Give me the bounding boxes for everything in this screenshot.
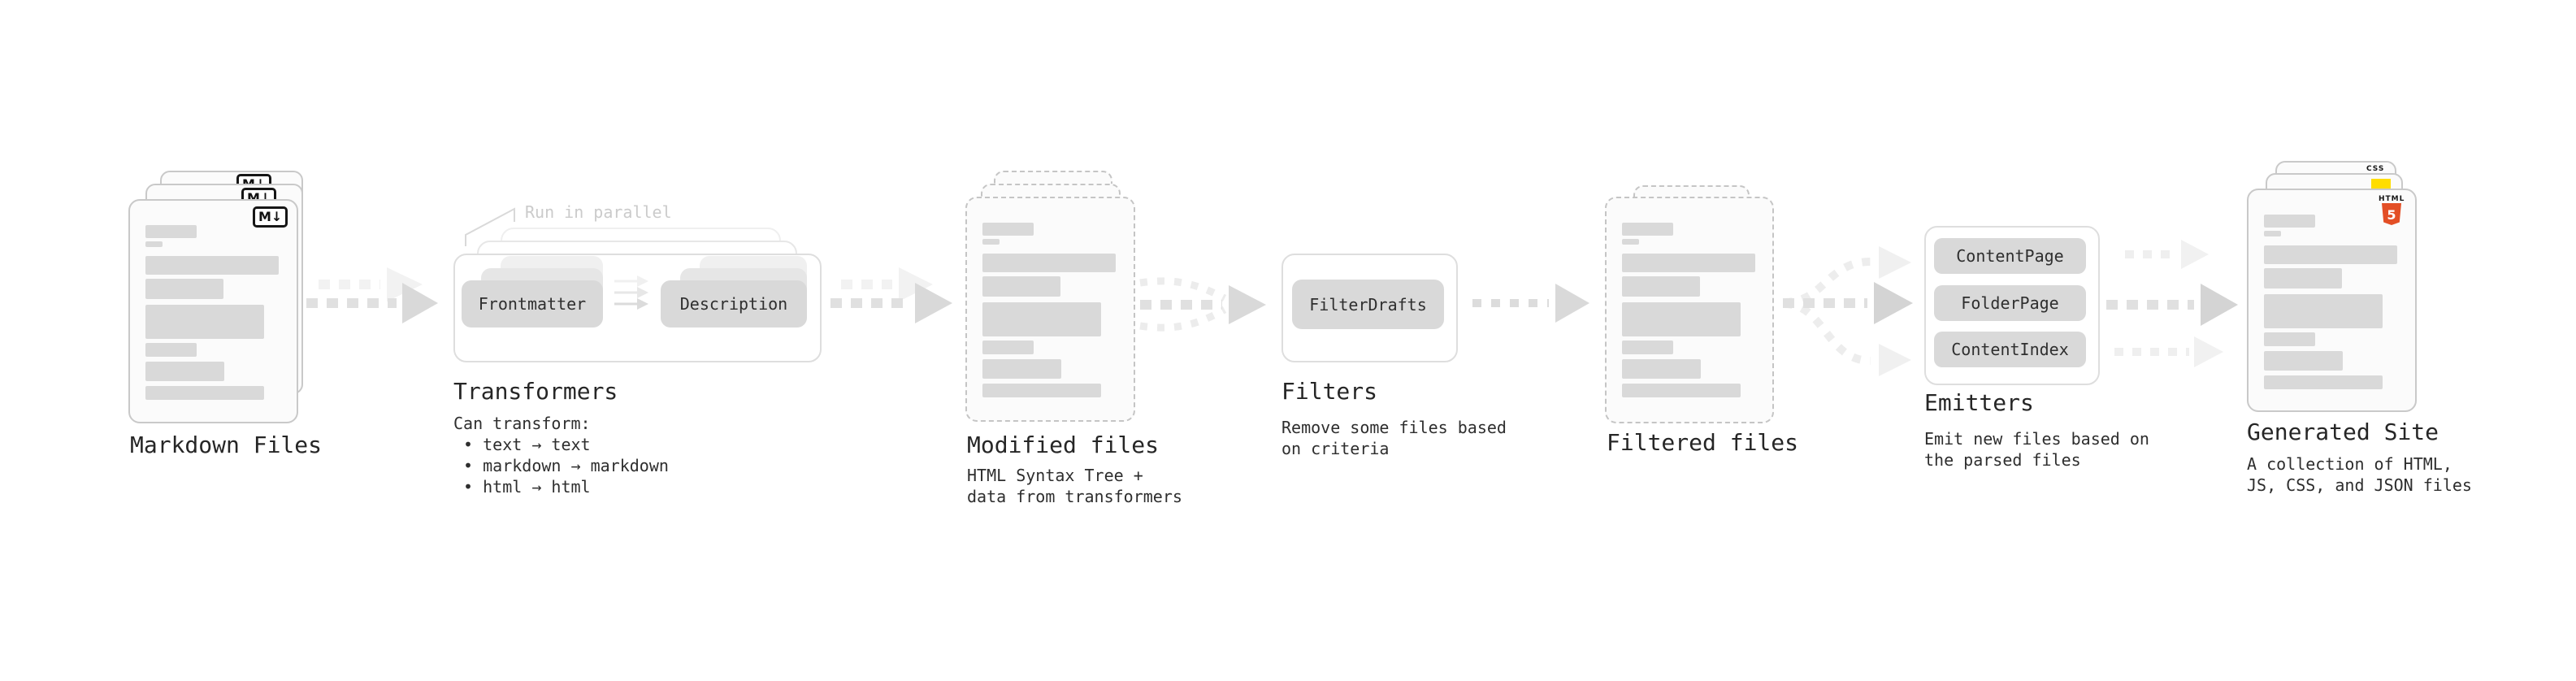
text-line-bar xyxy=(982,384,1101,397)
pill-content-index: ContentIndex xyxy=(1934,332,2086,367)
stage-title: Modified files xyxy=(967,432,1160,458)
text-line-bar xyxy=(2264,332,2315,346)
text-line-bar xyxy=(2264,351,2343,371)
css-wordmark: CSS xyxy=(2366,165,2385,173)
text-line-bar xyxy=(2264,231,2281,236)
stage-subtitle: Remove some files based on criteria xyxy=(1281,418,1507,458)
text-line-bar xyxy=(145,305,264,339)
stage-subtitle: HTML Syntax Tree + data from transformer… xyxy=(967,466,1182,506)
markdown-icon: M↓ xyxy=(253,206,288,228)
stage-title: Markdown Files xyxy=(130,432,323,458)
text-line-bar xyxy=(2264,215,2315,228)
pill-content-page: ContentPage xyxy=(1934,238,2086,274)
arrow-modified-to-filters xyxy=(1139,277,1266,332)
text-line-bar xyxy=(2264,245,2397,264)
html5-shield-svg: 5 xyxy=(2382,203,2402,225)
stage-title: Filters xyxy=(1281,378,1378,405)
text-line-bar xyxy=(982,254,1116,272)
html5-shield xyxy=(2382,203,2402,225)
text-line-bar xyxy=(1622,359,1701,379)
html5-icon: HTML 5 xyxy=(2379,196,2405,225)
arrow-filters-to-filtered xyxy=(1472,284,1589,323)
text-line-bar xyxy=(2264,294,2383,328)
pill-filter-drafts: FilterDrafts xyxy=(1292,280,1444,329)
text-line-bar xyxy=(145,241,163,247)
arrow-emitters-to-site xyxy=(2106,240,2238,367)
text-line-bar xyxy=(2264,268,2342,288)
text-line-bar xyxy=(2264,375,2383,389)
arrow-filtered-to-emitters xyxy=(1783,246,1913,376)
text-line-bar xyxy=(1622,340,1673,354)
arrow-markdown-to-transformers xyxy=(306,267,438,323)
text-line-bar xyxy=(1622,223,1673,236)
text-line-bar xyxy=(1622,239,1639,245)
text-line-bar xyxy=(982,340,1034,354)
pill-frontmatter: Frontmatter xyxy=(462,280,603,327)
js-icon xyxy=(2371,179,2391,190)
text-line-bar xyxy=(145,343,197,357)
file-card-front: M↓ xyxy=(128,199,298,423)
stage-title: Generated Site xyxy=(2247,419,2439,445)
text-line-bar xyxy=(145,362,224,381)
text-line-bar xyxy=(1622,254,1755,272)
text-line-bar xyxy=(145,256,279,275)
text-line-bar xyxy=(145,225,197,238)
stage-title: Emitters xyxy=(1924,389,2034,416)
file-card-front xyxy=(1605,197,1774,423)
text-line-bar xyxy=(145,279,223,299)
stage-subtitle: Can transform: • text → text • markdown … xyxy=(453,414,669,497)
text-line-bar xyxy=(1622,302,1741,336)
stage-subtitle: Emit new files based on the parsed files xyxy=(1924,429,2149,470)
text-line-bar xyxy=(982,359,1061,379)
html5-numeral: 5 xyxy=(2387,207,2396,223)
run-in-parallel-label: Run in parallel xyxy=(525,202,672,222)
file-card-front: HTML 5 xyxy=(2247,189,2417,412)
text-line-bar xyxy=(982,276,1060,297)
stage-subtitle: A collection of HTML, JS, CSS, and JSON … xyxy=(2247,454,2472,495)
html5-wordmark: HTML xyxy=(2379,195,2405,203)
text-line-bar xyxy=(1622,276,1700,297)
pill-folder-page: FolderPage xyxy=(1934,285,2086,321)
stage-title: Transformers xyxy=(453,378,618,405)
arrow-transformers-to-modified xyxy=(830,267,952,323)
pill-description: Description xyxy=(661,280,807,327)
text-line-bar xyxy=(982,302,1101,336)
text-line-bar xyxy=(982,223,1034,236)
text-line-bar xyxy=(982,239,1000,245)
text-line-bar xyxy=(1622,384,1741,397)
text-line-bar xyxy=(145,386,264,400)
stage-title: Filtered files xyxy=(1607,429,1799,456)
file-card-front xyxy=(965,197,1135,422)
